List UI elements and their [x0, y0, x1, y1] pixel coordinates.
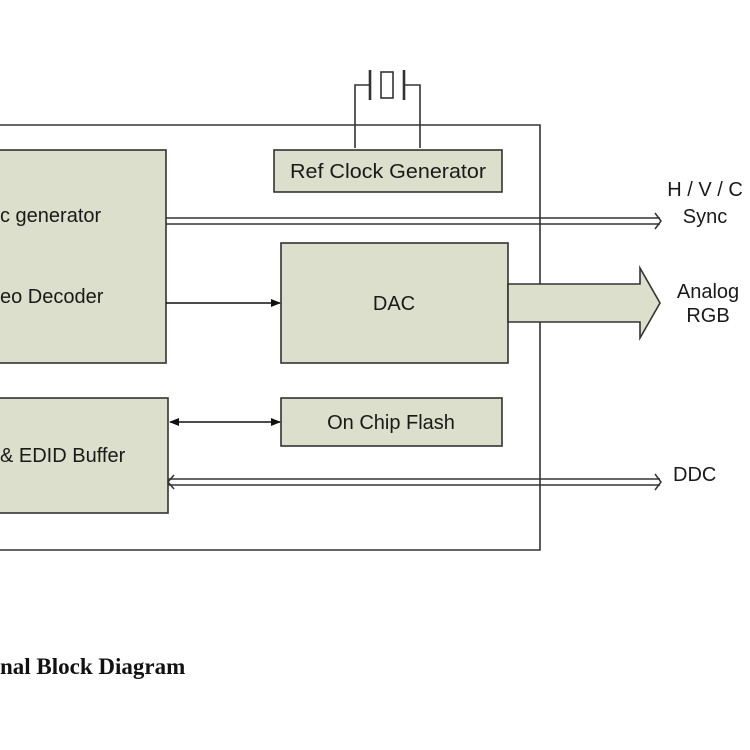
analog-rgb-label-line2: RGB — [686, 305, 729, 327]
sync-generator-label: c generator — [0, 205, 102, 227]
ref-clock-generator-label: Ref Clock Generator — [290, 161, 486, 183]
on-chip-flash-label: On Chip Flash — [327, 412, 455, 434]
sync-output-bus — [166, 212, 662, 230]
analog-rgb-output-arrow — [507, 264, 661, 342]
video-decoder-label: eo Decoder — [0, 286, 104, 308]
ddc-output-label: DDC — [673, 464, 716, 486]
dac-block — [280, 242, 509, 364]
ref-clock-generator-block — [273, 149, 503, 193]
figure-caption: nal Block Diagram — [0, 654, 185, 679]
edid-buffer-block — [0, 397, 169, 514]
crystal-oscillator-icon — [354, 70, 421, 148]
dac-label: DAC — [373, 293, 415, 315]
on-chip-flash-block — [280, 397, 503, 447]
sync-output-label-line2: Sync — [683, 206, 727, 228]
sync-decoder-block — [0, 149, 167, 364]
edid-buffer-label: & EDID Buffer — [0, 445, 126, 467]
analog-rgb-label-line1: Analog — [677, 281, 739, 303]
sync-output-label-line1: H / V / C — [667, 179, 743, 201]
chip-outline — [0, 124, 541, 551]
ddc-bus — [167, 473, 662, 491]
